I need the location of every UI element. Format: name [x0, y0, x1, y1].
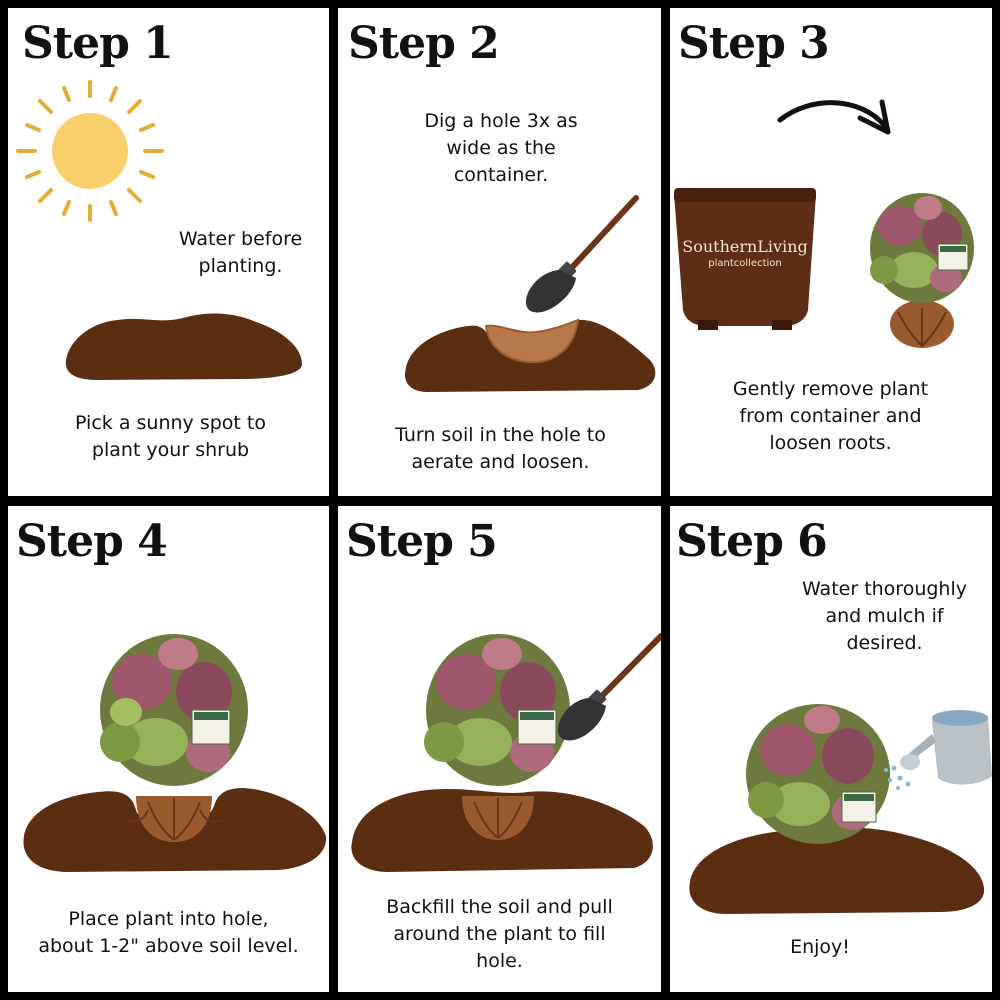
soil-mound [689, 827, 985, 914]
step-6-art [689, 704, 992, 914]
step-2-top-text: Dig a hole 3x as wide as the container. [424, 110, 578, 186]
step-1-art [16, 80, 302, 380]
step-3-panel: Step 3 SouthernLiving plantcollection [670, 8, 992, 496]
step-2-art [404, 195, 656, 392]
step-1-top-text: Water before planting. [178, 228, 303, 277]
step-4-bottom-text: Place plant into hole, about 1-2" above … [38, 908, 299, 957]
step-2-panel: Step 2 Dig a hole 3x as wide as the cont… [338, 8, 661, 496]
shovel-icon [557, 633, 661, 741]
curved-arrow-icon [777, 99, 891, 135]
pot-collection-label: plantcollection [708, 258, 782, 269]
step-2-title: Step 2 [348, 18, 500, 69]
shrub-icon [870, 193, 974, 348]
step-1-bottom-text: Pick a sunny spot to plant your shrub [75, 412, 266, 461]
step-4-panel: Step 4 Place plant into hole, about 1-2"… [8, 506, 329, 992]
shrub-icon [746, 704, 890, 844]
step-3-bottom-text: Gently remove plant from container and l… [732, 378, 929, 454]
step-1-title: Step 1 [22, 18, 174, 69]
soil-mound-with-hole [404, 319, 656, 392]
step-2-bottom-text: Turn soil in the hole to aerate and loos… [395, 424, 606, 473]
step-5-panel: Step 5 Backfill the soil [338, 506, 661, 992]
dug-hole [484, 318, 580, 364]
step-5-bottom-text: Backfill the soil and pull around the pl… [386, 896, 613, 972]
plant-pot-icon: SouthernLiving plantcollection [674, 188, 816, 330]
pot-brand-label: SouthernLiving [682, 237, 808, 256]
step-6-bottom-text: Enjoy! [790, 936, 850, 958]
step-3-art: SouthernLiving plantcollection [674, 99, 974, 348]
step-4-art [23, 634, 327, 872]
step-4-title: Step 4 [16, 516, 168, 567]
step-6-top-text: Water thoroughly and mulch if desired. [801, 578, 967, 654]
step-6-panel: Step 6 [670, 506, 992, 992]
shovel-icon [525, 195, 639, 313]
watering-can-icon [884, 710, 992, 790]
shrub-icon [100, 634, 248, 842]
sun-icon [16, 80, 164, 222]
step-3-title: Step 3 [678, 18, 830, 69]
soil-mound [65, 313, 302, 380]
step-5-title: Step 5 [346, 516, 498, 567]
shrub-icon [424, 634, 570, 840]
step-6-title: Step 6 [676, 516, 828, 567]
step-1-panel: Step 1 [8, 8, 329, 496]
step-5-art [351, 633, 661, 872]
